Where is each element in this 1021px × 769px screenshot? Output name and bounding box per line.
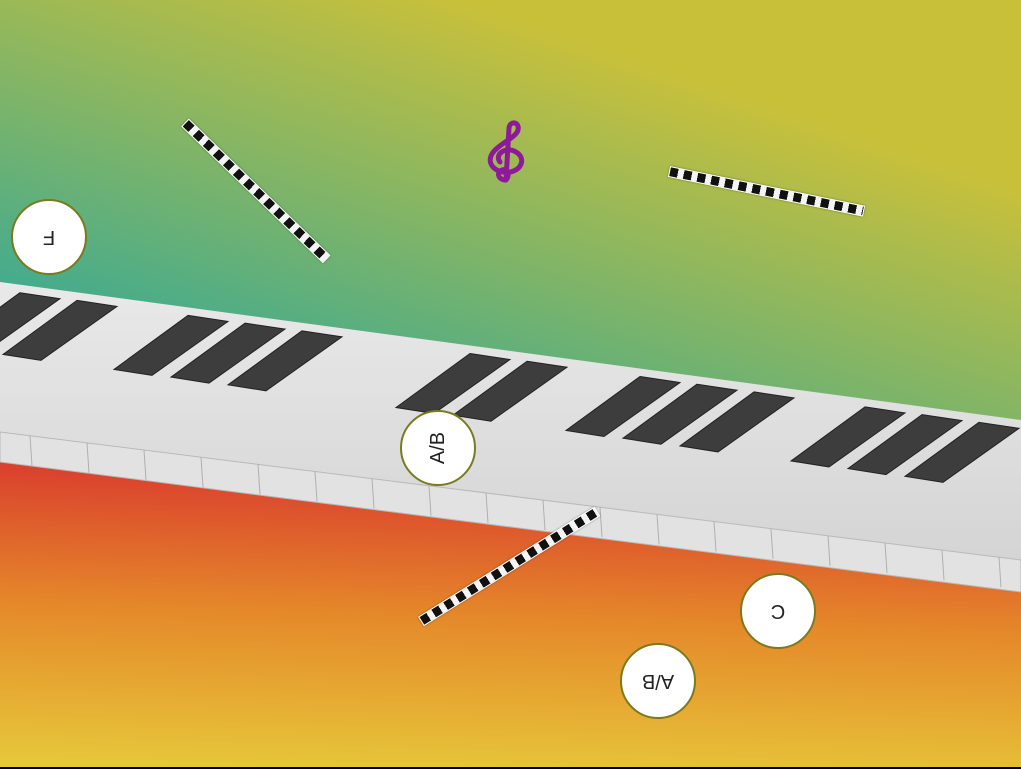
white-key-divider [257,464,261,495]
black-key [789,406,907,468]
white-key-divider [143,450,147,481]
white-key-divider [86,442,90,473]
treble-clef-icon [487,120,525,183]
black-key [0,292,62,342]
keyboard-front-edge [0,431,1021,593]
white-key-divider [599,507,603,538]
black-key [226,330,344,392]
note-token-a-b[interactable]: A/B [400,410,476,486]
note-token-label: A/B [426,431,449,465]
white-key-divider [428,485,432,516]
white-key-divider [29,435,33,466]
black-key [846,414,964,476]
black-key [112,314,230,376]
black-key [1,299,119,361]
floor-gradient [0,462,1021,767]
note-token-label: F [42,226,56,249]
white-key-divider [542,500,546,531]
black-key [903,421,1021,483]
note-token-f[interactable]: F [11,199,87,275]
keyboard-white-keys [0,282,1021,592]
black-key [678,391,796,453]
white-key-divider [371,478,375,509]
black-key [564,375,682,438]
white-key-divider [656,514,660,545]
note-token-c[interactable]: C [740,573,816,649]
white-key-divider [200,457,204,488]
black-key [169,322,287,384]
white-key-divider [485,492,489,523]
note-token-a-b-2[interactable]: A/B [620,643,696,719]
white-key-divider [941,550,945,581]
white-key-divider [770,528,774,559]
note-token-label: C [770,600,786,623]
white-key-dividers [29,435,1002,588]
white-key-divider [314,471,318,502]
note-token-label: A/B [641,670,675,693]
white-key-divider [884,542,888,573]
black-key [621,383,739,445]
white-key-divider [998,557,1002,588]
black-keys [0,292,1021,483]
white-key-divider [713,521,717,552]
white-key-divider [827,535,831,566]
black-key [451,360,569,422]
